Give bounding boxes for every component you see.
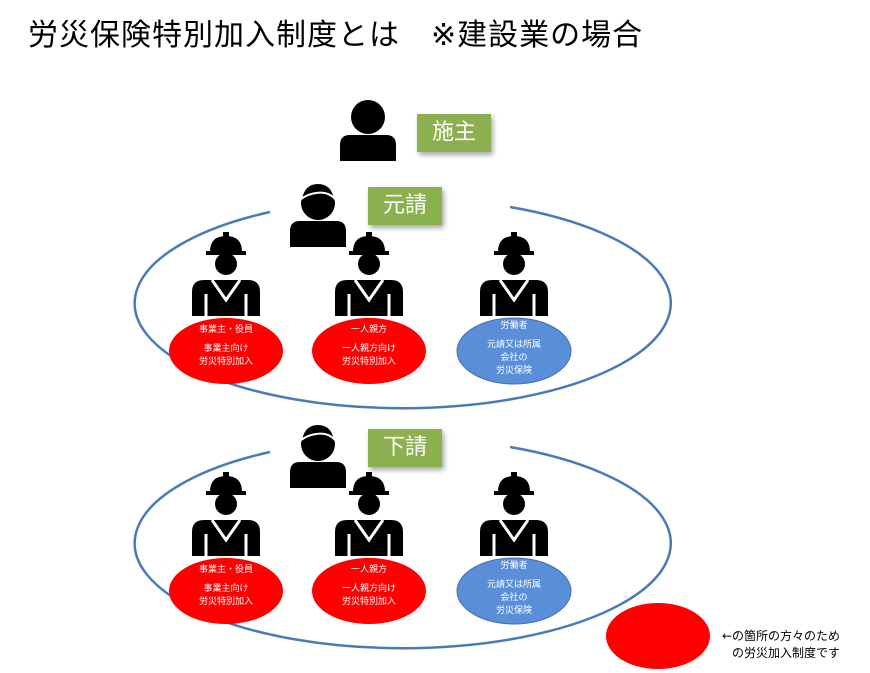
employer-title: 事業主・役員 — [198, 325, 253, 335]
legend-line-1: ←の箇所の方々のため — [722, 629, 841, 643]
employer-special-circle — [169, 558, 283, 624]
prime-tag: 元請 — [368, 187, 442, 225]
solo-body: 一人親方向け 労災特別加入 — [341, 584, 396, 607]
worker-insurance-circle — [456, 317, 572, 385]
solo-body: 一人親方向け 労災特別加入 — [341, 344, 396, 367]
worker-circle-text: 労働者 元請又は所属 会社の 労災保険 — [454, 560, 574, 618]
solo-title: 一人親方 — [350, 565, 387, 575]
solo-circle-text: 一人親方 一人親方向け 労災特別加入 — [309, 564, 429, 609]
page-title: 労災保険特別加入制度とは ※建設業の場合 — [28, 18, 644, 53]
prime-group-ellipse — [133, 205, 672, 410]
employer-body: 事業主向け 労災特別加入 — [198, 584, 253, 607]
employer-title: 事業主・役員 — [198, 565, 253, 575]
employer-special-circle — [169, 318, 283, 384]
worker-icon — [478, 470, 550, 558]
solo-special-circle — [312, 558, 426, 624]
worker-icon — [190, 230, 262, 318]
sub-group-ellipse — [133, 445, 672, 650]
employer-circle-text: 事業主・役員 事業主向け 労災特別加入 — [166, 324, 286, 369]
solo-title: 一人親方 — [350, 325, 387, 335]
worker-body: 元請又は所属 会社の 労災保険 — [486, 340, 541, 376]
sub-tag: 下請 — [368, 429, 442, 467]
legend-text: ←の箇所の方々のため の労災加入制度です — [722, 628, 840, 662]
employer-body: 事業主向け 労災特別加入 — [198, 344, 253, 367]
worker-title: 労働者 — [500, 561, 528, 571]
solo-circle-text: 一人親方 一人親方向け 労災特別加入 — [309, 324, 429, 369]
worker-title: 労働者 — [500, 321, 528, 331]
prime-person-icon — [289, 182, 347, 248]
worker-icon — [478, 230, 550, 318]
client-tag: 施主 — [417, 114, 491, 152]
employer-circle-text: 事業主・役員 事業主向け 労災特別加入 — [166, 564, 286, 609]
solo-special-circle — [312, 318, 426, 384]
worker-insurance-circle — [456, 557, 572, 625]
worker-body: 元請又は所属 会社の 労災保険 — [486, 580, 541, 616]
sub-person-icon — [289, 423, 347, 489]
legend-red-circle — [606, 603, 710, 669]
legend-line-2: の労災加入制度です — [732, 646, 841, 660]
worker-circle-text: 労働者 元請又は所属 会社の 労災保険 — [454, 320, 574, 378]
worker-icon — [190, 470, 262, 558]
client-person-icon — [340, 100, 396, 161]
